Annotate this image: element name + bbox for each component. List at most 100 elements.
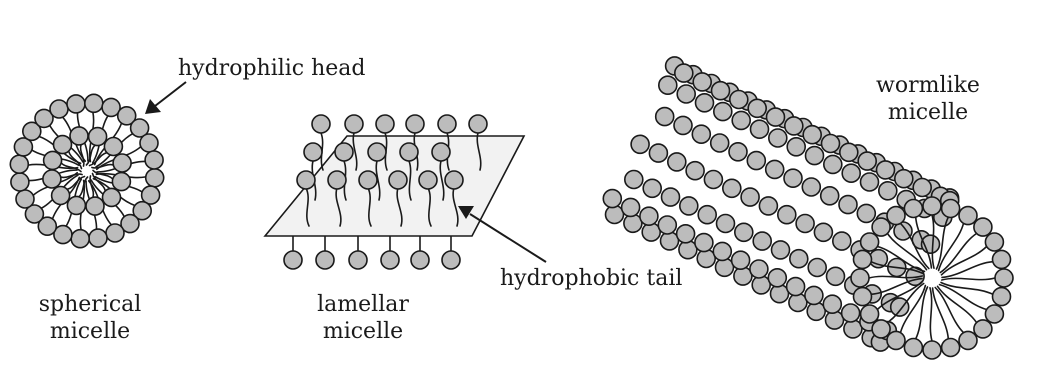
- lipid-head: [406, 115, 424, 133]
- lipid-head: [698, 206, 716, 224]
- lipid-head: [974, 320, 992, 338]
- lipid-head: [89, 128, 107, 146]
- lipid-head: [70, 127, 88, 145]
- lipid-head: [661, 232, 679, 250]
- lipid-head: [631, 135, 649, 153]
- lipid-head: [771, 285, 789, 303]
- lipid-head: [913, 179, 931, 197]
- lipid-head: [854, 250, 872, 268]
- lipid-head: [861, 233, 879, 251]
- lipid-head: [839, 196, 857, 214]
- lipid-head: [662, 188, 680, 206]
- lipid-head: [606, 206, 624, 224]
- lipid-head: [752, 276, 770, 294]
- lipid-head: [861, 305, 879, 323]
- hydrophilic-head-label: hydrophilic head: [178, 55, 366, 82]
- lipid-head: [985, 305, 1003, 323]
- lipid-head: [411, 251, 429, 269]
- lipid-head: [16, 190, 34, 208]
- lipid-head: [842, 164, 860, 182]
- lamellar-micelle-label: lamellar micelle: [298, 291, 428, 345]
- lipid-head: [297, 171, 315, 189]
- lipid-head: [785, 117, 803, 135]
- lipid-head: [778, 206, 796, 224]
- lipid-head: [52, 187, 70, 205]
- lipid-head: [942, 339, 960, 357]
- lipid-head: [419, 171, 437, 189]
- lipid-head: [675, 64, 693, 82]
- lipid-head: [840, 143, 858, 161]
- lipid-head: [790, 250, 808, 268]
- hydrophobic-tail-text: hydrophobic tail: [500, 265, 682, 292]
- lipid-head: [713, 242, 731, 260]
- lipid-head: [827, 267, 845, 285]
- lipid-head: [11, 173, 29, 191]
- lipid-head: [732, 111, 750, 129]
- lipid-head: [659, 76, 677, 94]
- lipid-head: [974, 218, 992, 236]
- lipid-head: [603, 190, 621, 208]
- lipid-head: [747, 152, 765, 170]
- lipid-head: [693, 73, 711, 91]
- lipid-head: [730, 91, 748, 109]
- lipid-head: [891, 298, 909, 316]
- lipid-head: [717, 215, 735, 233]
- lipid-head: [368, 143, 386, 161]
- lipid-head: [822, 135, 840, 153]
- lamellar-label-line2: micelle: [298, 318, 428, 345]
- spherical-label-line2: micelle: [25, 318, 155, 345]
- lipid-head: [389, 171, 407, 189]
- lipid-head: [438, 115, 456, 133]
- lipid-head: [140, 134, 158, 152]
- lipid-head: [695, 234, 713, 252]
- lipid-head: [400, 143, 418, 161]
- lipid-head: [469, 115, 487, 133]
- lipid-head: [802, 178, 820, 196]
- lipid-head: [842, 304, 860, 322]
- lipid-head: [751, 120, 769, 138]
- lipid-head: [741, 188, 759, 206]
- spherical-label-line1: spherical: [25, 291, 155, 318]
- lipid-head: [711, 134, 729, 152]
- lipid-head: [335, 143, 353, 161]
- lipid-head: [85, 94, 103, 112]
- lipid-head: [784, 169, 802, 187]
- lipid-head: [697, 250, 715, 268]
- lipid-head: [833, 232, 851, 250]
- lipid-head: [376, 115, 394, 133]
- lipid-head: [71, 230, 89, 248]
- lipid-head: [723, 179, 741, 197]
- lipid-head: [787, 138, 805, 156]
- lipid-head: [625, 171, 643, 189]
- lipid-head: [985, 233, 1003, 251]
- lipid-head: [89, 229, 107, 247]
- wormlike-micelle-label: wormlike micelle: [868, 72, 988, 126]
- lipid-head: [44, 151, 62, 169]
- lipid-head: [729, 143, 747, 161]
- lipid-head: [622, 198, 640, 216]
- lipid-head: [769, 129, 787, 147]
- lipid-head: [10, 155, 28, 173]
- lipid-head: [821, 187, 839, 205]
- lipid-head: [328, 171, 346, 189]
- lipid-head: [680, 197, 698, 215]
- lipid-tail: [938, 286, 977, 322]
- hydrophobic-tail-label: hydrophobic tail: [500, 265, 682, 292]
- lipid-head: [824, 155, 842, 173]
- lipid-head: [772, 241, 790, 259]
- lipid-head: [807, 302, 825, 320]
- lipid-head: [877, 161, 895, 179]
- lipid-tail: [942, 278, 995, 280]
- lipid-tail: [930, 288, 932, 341]
- lipid-head: [113, 154, 131, 172]
- lipid-head: [445, 171, 463, 189]
- lipid-head: [887, 207, 905, 225]
- lipid-head: [668, 153, 686, 171]
- lipid-head: [43, 170, 61, 188]
- lipid-head: [923, 197, 941, 215]
- lipid-head: [696, 94, 714, 112]
- lipid-head: [959, 331, 977, 349]
- wormlike-label-line2: micelle: [868, 99, 988, 126]
